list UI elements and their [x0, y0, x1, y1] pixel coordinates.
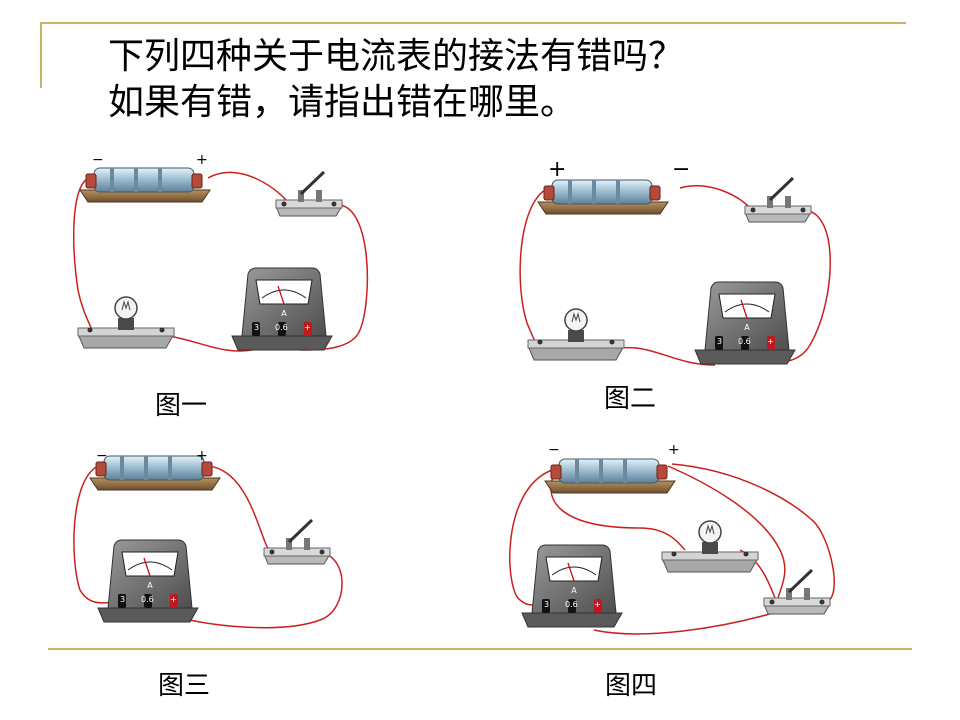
- terminal-label-3: 3: [120, 595, 125, 604]
- battery-icon: [79, 167, 211, 203]
- figure-4-circuit: − + 3 0.6 +: [509, 442, 835, 635]
- wire: [73, 465, 343, 629]
- terminal-label-06: 0.6: [141, 595, 154, 604]
- battery-right-sign: +: [196, 448, 208, 464]
- terminal-label-plus: +: [594, 600, 601, 609]
- battery-right-sign: +: [196, 152, 208, 168]
- figure-1-caption: 图一: [155, 391, 208, 421]
- switch-icon: [762, 568, 832, 616]
- bulb-icon: [661, 520, 759, 573]
- ammeter-icon: [231, 267, 333, 351]
- title-line-1: 下列四种关于电流表的接法有错吗？: [108, 36, 685, 77]
- terminal-label-3: 3: [254, 323, 259, 332]
- slide-title: 下列四种关于电流表的接法有错吗？ 如果有错，请指出错在哪里。: [108, 34, 684, 126]
- title-line-2: 如果有错，请指出错在哪里。: [108, 82, 577, 123]
- left-rule: [40, 22, 42, 88]
- terminal-label-3: 3: [717, 337, 722, 346]
- top-rule: [40, 22, 906, 24]
- ammeter-icon: [97, 539, 199, 623]
- terminal-label-06: 0.6: [738, 337, 751, 346]
- figure-3-caption: 图三: [158, 671, 211, 701]
- terminal-label-plus: +: [304, 323, 311, 332]
- figure-2-circuit: + − 3 0.6 +: [519, 157, 831, 366]
- battery-left-sign: +: [548, 157, 566, 182]
- ammeter-icon: [521, 544, 623, 628]
- figure-4-caption: 图四: [605, 671, 658, 701]
- battery-left-sign: −: [548, 442, 560, 458]
- figure-3-circuit: − + 3 0.6 +: [73, 448, 343, 629]
- battery-right-sign: −: [672, 157, 690, 182]
- battery-icon: [544, 458, 676, 494]
- switch-icon: [274, 170, 344, 218]
- battery-left-sign: −: [92, 152, 104, 168]
- wire: [509, 463, 835, 635]
- switch-icon: [262, 518, 332, 566]
- battery-right-sign: +: [668, 442, 680, 458]
- figure-2-caption: 图二: [604, 384, 657, 414]
- terminal-label-06: 0.6: [275, 323, 288, 332]
- ammeter-icon: [694, 281, 796, 365]
- battery-left-sign: −: [96, 448, 108, 464]
- terminal-label-plus: +: [170, 595, 177, 604]
- bulb-icon: [527, 308, 625, 361]
- terminal-label-06: 0.6: [565, 600, 578, 609]
- bulb-icon: [77, 296, 175, 349]
- battery-icon: [537, 179, 669, 215]
- figure-1-circuit: − + 3 0.6 +: [72, 152, 369, 352]
- terminal-label-3: 3: [544, 600, 549, 609]
- terminal-label-plus: +: [767, 337, 774, 346]
- switch-icon: [743, 176, 813, 224]
- bottom-rule: [48, 648, 912, 650]
